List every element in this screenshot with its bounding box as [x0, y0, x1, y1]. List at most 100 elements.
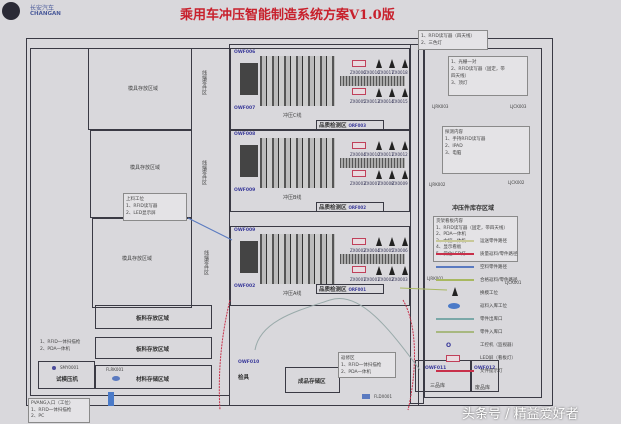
- station-code: ZX0002: [378, 277, 394, 282]
- watermark: 头条号 / 精益爱好者: [462, 407, 579, 422]
- note-line: 2、IPAD: [445, 144, 463, 149]
- gauge-label: 检具: [238, 375, 250, 381]
- qc-name: 品质检测区: [319, 123, 347, 129]
- blank-storage-1: [95, 305, 212, 329]
- die-storage-label: 模具存放区域: [122, 256, 153, 262]
- led-board-icon: [352, 238, 366, 245]
- qc-name: 品质检测区: [319, 205, 347, 211]
- note-line: 1、手持RFID读写器: [445, 137, 486, 142]
- repair-marker-icon: [362, 394, 370, 399]
- entry-ellipse-icon: [112, 376, 120, 381]
- qc-code: ORF002: [348, 205, 366, 210]
- gate-code: LJRK003: [432, 104, 449, 109]
- station-code: ZX0016: [364, 70, 380, 75]
- legend-item: LED屏（看板灯）: [480, 356, 516, 361]
- trial-press-code: SMY0001: [60, 365, 79, 370]
- legend-item: 工控机（监视器）: [480, 343, 516, 348]
- press-line-label: 冲压C线: [283, 113, 302, 119]
- station-code: ZX0017: [378, 70, 394, 75]
- legend-item: 零件入库口: [480, 330, 503, 335]
- station-code: ZX0010: [364, 152, 380, 157]
- gate-code: LJRK002: [429, 182, 446, 187]
- legend-line-icon: [436, 279, 474, 281]
- owf-gauge: OWF010: [238, 360, 260, 365]
- die-change-station-icon: [389, 88, 395, 97]
- led-board-icon: [352, 60, 366, 67]
- line-parts-label: 线端零件区: [201, 160, 207, 185]
- station-code: ZX0004: [350, 152, 366, 157]
- die-storage-label: 模具存放区域: [128, 86, 159, 92]
- station-code: ZX0013: [364, 99, 380, 104]
- press-machines: [260, 138, 335, 188]
- die-change-station-icon: [389, 170, 395, 179]
- station-code: ZX0005: [350, 99, 366, 104]
- note-line: PVANG入口（工位）: [31, 401, 74, 406]
- die-change-station-icon: [389, 266, 395, 275]
- station-code: ZX0006: [392, 248, 408, 253]
- die-change-station-icon: [402, 141, 408, 150]
- legend-item: 零件出库口: [480, 317, 503, 322]
- die-storage-1: [88, 48, 192, 130]
- press-head: [240, 63, 258, 95]
- station-code: ZX0005: [378, 248, 394, 253]
- qc-area: [316, 284, 384, 294]
- station-code: ZX0011: [378, 152, 394, 157]
- logo-en: CHANGAN: [30, 11, 61, 17]
- press-machines: [260, 234, 335, 284]
- station-code: ZX0014: [378, 99, 394, 104]
- led-board-icon: [352, 266, 366, 273]
- note-line: 1、RFID读写器（固定，带四天线）: [436, 225, 508, 231]
- press-machines: [260, 56, 335, 106]
- line-parts-label: 线端零件区: [203, 250, 209, 275]
- station-code: ZX0004: [364, 248, 380, 253]
- gate-code: LJCK001: [505, 280, 522, 285]
- owf-qualified: OWF011: [425, 366, 447, 371]
- conveyor: [340, 76, 405, 86]
- press-head: [240, 145, 258, 177]
- led-board-icon: [352, 170, 366, 177]
- die-change-station-icon: [402, 266, 408, 275]
- legend-item: 返料入库工位: [480, 304, 507, 309]
- repair-code: FLDX001: [374, 394, 392, 399]
- note-line: 四天线）: [451, 74, 469, 79]
- die-change-station-icon: [376, 88, 382, 97]
- note-line: 3、电脑: [445, 151, 462, 156]
- legend-item: 合格返料/零件路径: [480, 278, 518, 283]
- blank-storage-2: [95, 337, 212, 359]
- station-code: ZX0002: [350, 248, 366, 253]
- legend-item: 质量返料/零件路径: [480, 252, 518, 257]
- station-code: ZX0009: [392, 181, 408, 186]
- qc-label: 品质检测区 ORF002: [319, 203, 366, 211]
- owf-bottom: OWF002: [234, 284, 256, 289]
- die-storage-3: [92, 218, 192, 308]
- page-title: 乘用车冲压智能制造系统方案V1.0版: [180, 8, 395, 23]
- logo-emblem-icon: [2, 2, 20, 20]
- owf-bottom: OWF009: [234, 188, 256, 193]
- owf-top: OWF009: [234, 228, 256, 233]
- station-code: ZX0003: [350, 181, 366, 186]
- die-change-station-icon: [402, 170, 408, 179]
- note-line: 2、PDA一体机: [341, 370, 372, 375]
- gate-code: LJRK001: [427, 276, 443, 281]
- station-code: ZX0012: [392, 152, 408, 157]
- aisle-right: [410, 44, 424, 404]
- owf-bottom: OWF007: [234, 106, 256, 111]
- note-line: 2、PDA一体机: [40, 347, 71, 352]
- die-change-station-icon: [402, 59, 408, 68]
- note-line: 2、PC: [31, 414, 45, 419]
- station-code: ZX0001: [350, 277, 366, 282]
- qc-label: 品质检测区 ORF003: [319, 121, 366, 129]
- legend-line-icon: [436, 253, 474, 255]
- entry-arrow-icon: [108, 392, 114, 406]
- note-line: 货架看板内容: [436, 219, 463, 224]
- note-line: 4、显示看板: [436, 245, 462, 250]
- qc-label: 品质检测区 ORF001: [319, 285, 366, 293]
- scrap-store: [471, 360, 499, 392]
- die-change-station-icon: [376, 266, 382, 275]
- legend-line-icon: [436, 318, 474, 320]
- qc-area: [316, 202, 384, 212]
- legend-ellipse-icon: [448, 303, 460, 309]
